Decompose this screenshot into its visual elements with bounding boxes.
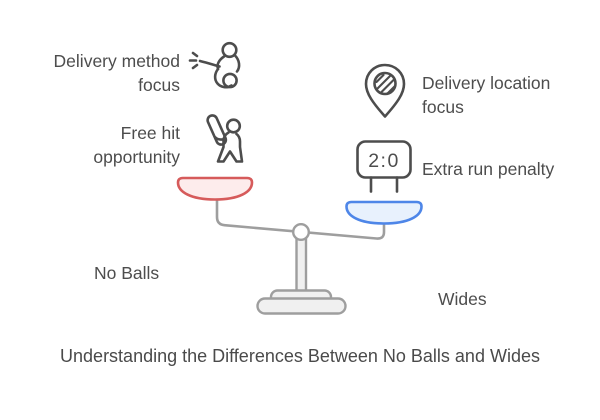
no-balls-label: No Balls: [94, 263, 160, 283]
extra-run-penalty-label: Extra run penalty: [422, 159, 555, 179]
scale-post: [295, 236, 308, 294]
scale-base-lower: [256, 297, 347, 315]
ball-location-pin-icon: [362, 62, 408, 120]
right-pan-wides: [345, 200, 423, 225]
free-hit-opportunity-label: Free hit opportunity: [93, 123, 180, 167]
balance-scale: [165, 168, 445, 318]
diagram-caption: Understanding the Differences Between No…: [60, 346, 540, 366]
bowler-icon: [186, 40, 250, 98]
batsman-icon: [197, 113, 253, 169]
left-pan-no-balls: [176, 176, 254, 201]
wides-label: Wides: [438, 289, 487, 309]
scoreboard-icon: 2:0: [355, 139, 413, 195]
scale-pivot: [291, 223, 310, 242]
delivery-location-focus-label: Delivery location focus: [422, 73, 551, 117]
scoreboard-value: 2:0: [368, 150, 400, 172]
delivery-method-focus-label: Delivery method focus: [53, 51, 180, 95]
